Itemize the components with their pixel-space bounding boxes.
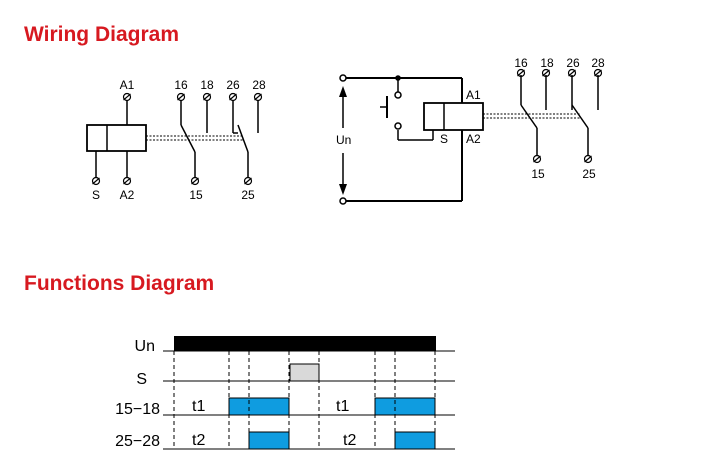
junction-dot [395,75,401,81]
arrow-heads [339,86,347,195]
label-a1-right: A1 [466,88,481,102]
label-s-right: S [440,132,448,146]
label-a1: A1 [120,78,135,92]
trigger-pulse [289,363,320,382]
label-18: 18 [200,78,214,92]
relay-symbol-left [86,100,259,178]
arrow-up-icon [339,86,347,97]
coil-box-right [423,102,484,131]
pulse-25-28-a [248,431,290,450]
pulse-15-18-a [228,397,290,416]
wiring-circuit-right [342,77,463,202]
row-label-15-18: 15−18 [115,401,160,418]
terminals-left [91,92,263,186]
terminals-right [516,68,603,164]
supply-node-top [339,74,347,82]
label-28: 28 [252,78,266,92]
timing-diagram: Un S 15−18 25−28 t1 t1 t2 t2 [115,336,455,450]
period-label-t1-b: t1 [336,398,349,415]
label-16-right: 16 [514,56,528,70]
wiring-diagram-heading: Wiring Diagram [24,23,179,46]
label-a2-right: A2 [466,132,481,146]
contact-25-switch [571,104,589,129]
contact-25-switch [237,124,249,153]
contact-15-switch [180,124,196,153]
period-label-t1-a: t1 [192,398,205,415]
label-26: 26 [226,78,240,92]
label-a2: A2 [120,188,135,202]
row-label-un: Un [135,338,155,355]
pulse-15-18-b [374,397,436,416]
functions-diagram-heading: Functions Diagram [24,272,215,295]
button-node-bottom [394,122,402,130]
label-26-right: 26 [566,56,580,70]
label-15: 15 [189,188,203,202]
period-label-t2-a: t2 [192,432,205,449]
wire-nodes [339,74,402,205]
label-25-right: 25 [582,167,596,181]
supply-on-bar [174,336,436,351]
label-18-right: 18 [540,56,554,70]
button-node-top [394,91,402,99]
arrow-down-icon [339,184,347,195]
relay-symbol-right [423,75,599,156]
label-16: 16 [174,78,188,92]
row-label-25-28: 25−28 [115,433,160,450]
period-label-t2-b: t2 [343,432,356,449]
label-25: 25 [241,188,255,202]
label-un: Un [336,133,351,147]
label-15-right: 15 [531,167,545,181]
label-s: S [92,188,100,202]
supply-node-bottom [339,197,347,205]
coil-box [86,124,147,152]
row-label-s: S [136,371,147,388]
contact-15-switch [520,104,538,129]
label-28-right: 28 [591,56,605,70]
pulse-25-28-b [394,431,436,450]
